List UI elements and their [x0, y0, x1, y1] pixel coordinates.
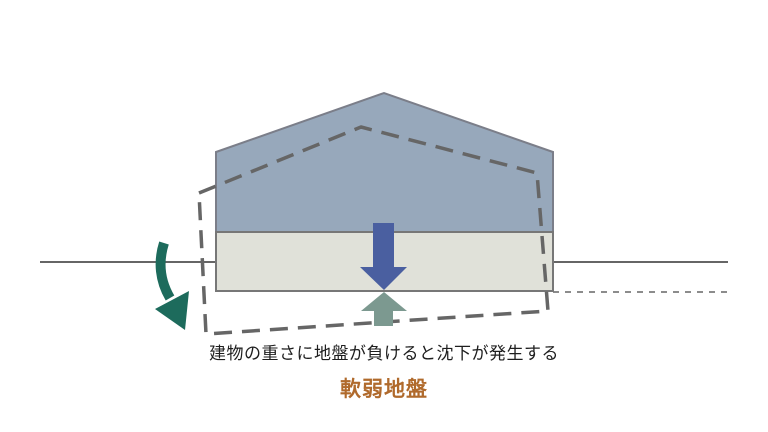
diagram-title: 軟弱地盤 [340, 377, 428, 401]
caption: 建物の重さに地盤が負けると沈下が発生する [209, 344, 559, 364]
tilt-curved-arrow-icon [155, 241, 189, 330]
load-arrow-down-icon [360, 223, 407, 290]
settled-house-outline [197, 125, 550, 336]
house-body [215, 91, 554, 233]
reaction-arrow-up-icon [361, 292, 407, 326]
